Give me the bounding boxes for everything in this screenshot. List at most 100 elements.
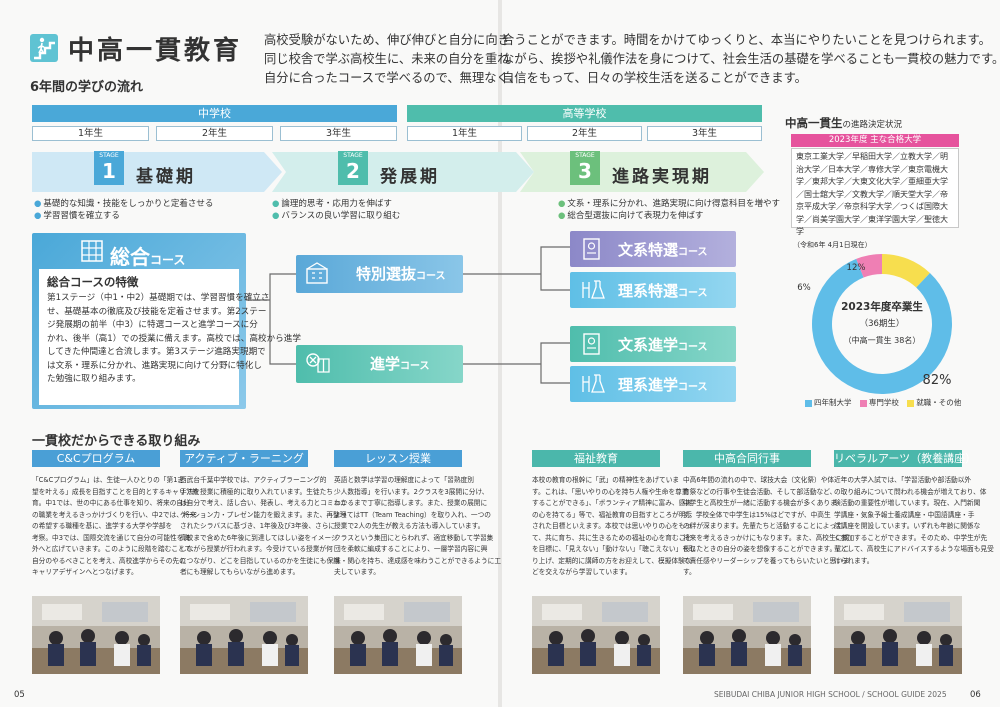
stage-tag: STAGE: [99, 152, 119, 159]
year-box: 3年生: [280, 126, 397, 141]
bullet-item: ●バランスの良い学習に取り組む: [272, 211, 401, 221]
program-photo: [532, 596, 660, 674]
bullet-text: 論理的思考・応用力を伸ばす: [281, 199, 392, 209]
chart-note: （中高一貫生 38名）: [844, 335, 921, 345]
program-line: 少人数指導」を行います。2クラスを3展開に分け、: [334, 487, 489, 496]
building-icon: [304, 261, 332, 285]
humanities-special-label: 文系特選コース: [618, 239, 708, 260]
course-suffix: コース: [150, 253, 186, 267]
stage-tag: STAGE: [575, 152, 595, 159]
page-title: 中高一貫教育: [68, 36, 243, 66]
program-line: 中高6年間の流れの中で、球技大会（文化祭）や体: [683, 476, 835, 484]
chart-legend: 四年制大学 専門学校 就職・その他: [805, 397, 961, 408]
junior-high-band: 中学校: [32, 105, 397, 122]
program-line: キャリアデザインへとつなげます。: [32, 568, 138, 576]
program-line: どを交えながら学習しています。: [532, 568, 632, 576]
course-suffix: コース: [678, 342, 708, 353]
intro-text-left: 高校受験がないため、伸び伸びと自分に向き 同じ校舎で学ぶ高校生に、未来の自分を重…: [264, 31, 521, 88]
course-suffix: コース: [678, 382, 708, 393]
chart-date: （令和6年 4月1日現在）: [793, 241, 872, 249]
school-grid-icon: [80, 238, 108, 264]
program-line: 育。中1では、世の中にある仕事を知り、将来の自分: [32, 499, 190, 507]
program-line: よってはTT（Team Teaching）を取り入れ、一つの: [334, 510, 491, 519]
course-name: 特別選抜: [356, 265, 417, 283]
program-line: 団を柔軟に編成することにより、一層学習内容に興: [334, 545, 488, 553]
feature-line: は文系・理系に分かれ、進路実現に向けて分野に特化し: [47, 360, 262, 371]
program-line: 授業で2人の先生が教える方法も導入しています。: [334, 522, 485, 530]
year-box: 1年生: [32, 126, 149, 141]
humanities-advance-label: 文系進学コース: [618, 334, 708, 355]
year-box: 1年生: [407, 126, 522, 141]
program-line: わかるまで丁寧に指導します。また、授業の展開に: [334, 499, 488, 507]
donut-slice-2: [882, 254, 930, 288]
program-heading: 中高合同行事: [683, 450, 811, 467]
program-text: 「C&Cプログラム」は、生徒一人ひとりの「第1志望を叶える」成長を目指すことを目…: [32, 475, 199, 579]
course-name: 理系進学: [618, 376, 679, 394]
legend-label: 四年制大学: [814, 398, 852, 407]
program-heading: リベラルアーツ（教養講座）: [834, 450, 977, 467]
feature-heading: 総合コースの特徴: [47, 275, 139, 289]
program-line: 近年の大学入試では、「学習活動や部活動以外: [834, 476, 972, 484]
program-photo: [334, 596, 462, 674]
science-special-label: 理系特選コース: [618, 280, 708, 301]
stage-tag: STAGE: [343, 152, 363, 159]
stage-number: 1: [102, 159, 116, 183]
bullet-item: ●総合型選抜に向けて表現力を伸ばす: [558, 211, 704, 221]
slice-label-four-year: 82%: [923, 373, 952, 388]
feature-line: かれ、後半（高1）での授業に備えます。高校では、高校から進学: [47, 333, 301, 344]
book-icon: [304, 351, 332, 375]
program-line: 本校の教育の根幹に「武」の精神性をあげていま: [532, 476, 680, 484]
program-line: クラスという集団にとらわれず、適宜移動して学習集: [334, 533, 494, 542]
programs-section-title: 一貫校だからできる取り組み: [32, 434, 201, 449]
humanities-advance-pill: 文系進学コース: [570, 326, 736, 362]
program-line: されたシラバスに基づき、1年後及び3年後、さらに: [180, 522, 336, 530]
year-box: 2年生: [527, 126, 642, 141]
special-course-label: 特別選抜コース: [356, 263, 446, 284]
program-line: 外へと広げていきます。このように段階を踏むことで、: [32, 545, 198, 553]
intro-line: 自信をもって、日々の学校生活を送ることができます。: [502, 71, 807, 85]
program-text: 中高6年間の流れの中で、球技大会（文化祭）や体育祭などの行事や生徒会活動、そして…: [683, 475, 850, 579]
feature-text: 第1ステージ（中1・中2）基礎期では、学習習慣を確立さ せ、基礎基本の徹底及び技…: [47, 292, 301, 387]
intro-line: 合うことができます。時間をかけてゆっくりと、本当にやりたいことを見つけられます。: [502, 33, 991, 47]
graduate-donut-chart: 2023年度卒業生 （36期生） （中高一貫生 38名） 82% 6% 12%: [797, 254, 952, 394]
bullet-item: ●文系・理系に分かれ、進路実現に向け得意科目を増やす: [558, 199, 781, 209]
feature-line: た勉強に取り組みます。: [47, 374, 141, 384]
document-icon: [578, 332, 606, 356]
program-line: 夫しています。: [334, 568, 380, 576]
program-line: けられます。: [834, 556, 874, 565]
course-name: 文系進学: [618, 336, 679, 354]
program-line: の絆が深まります。先輩たちと活動することによって、: [683, 522, 849, 530]
program-line: 考察。中3では、国際交流を通じて自分の可能性を海: [32, 533, 191, 542]
intro-line: 同じ校舎で学ぶ高校生に、未来の自分を重ね: [264, 52, 510, 66]
bullet-item: ●学習習慣を確立する: [34, 211, 120, 221]
stage-number: 3: [578, 159, 592, 183]
program-photo: [180, 596, 308, 674]
science-special-pill: 理系特選コース: [570, 272, 736, 308]
program-line: 望を叶える」成長を目指すことを目的とするキャリア教: [32, 487, 199, 496]
flask-icon: [578, 278, 606, 302]
special-course-pill: 特別選抜コース: [296, 255, 463, 293]
page-number-right: 06: [970, 690, 981, 700]
course-suffix: コース: [678, 288, 708, 299]
flask-icon: [578, 372, 606, 396]
program-line: ケーション力・プレゼン能力を鍛えます。また、再整理: [180, 510, 347, 519]
donut-arcs: [812, 254, 952, 394]
donut-slice-1: [856, 254, 882, 278]
bullet-item: ●基礎的な知識・技能をしっかりと定着させる: [34, 199, 214, 209]
stage-label: 発展期: [380, 167, 440, 187]
slice-label-vocational: 6%: [797, 283, 811, 293]
course-suffix: コース: [400, 361, 430, 372]
status-title-small: の進路決定状況: [842, 120, 903, 130]
program-heading: アクティブ・ラーニング: [180, 450, 308, 467]
feature-line: せ、基礎基本の徹底及び技能を定着させます。第2ステー: [47, 306, 267, 317]
general-course-features: 総合コースの特徴 第1ステージ（中1・中2）基礎期では、学習習慣を確立さ せ、基…: [39, 269, 301, 405]
slice-label-employment: 12%: [847, 263, 866, 273]
stage-label: 基礎期: [136, 167, 196, 187]
stage-3-bullets: ●文系・理系に分かれ、進路実現に向け得意科目を増やす ●総合型選抜に向けて表現力…: [558, 198, 780, 222]
program-line: 者にも理解してもらいながら進めます。: [180, 568, 300, 576]
program-line: 中学生と高校生が一緒に活動する機会が多くありま: [683, 499, 837, 507]
general-course-panel: 総合コース 総合コースの特徴 第1ステージ（中1・中2）基礎期では、学習習慣を確…: [32, 233, 301, 409]
